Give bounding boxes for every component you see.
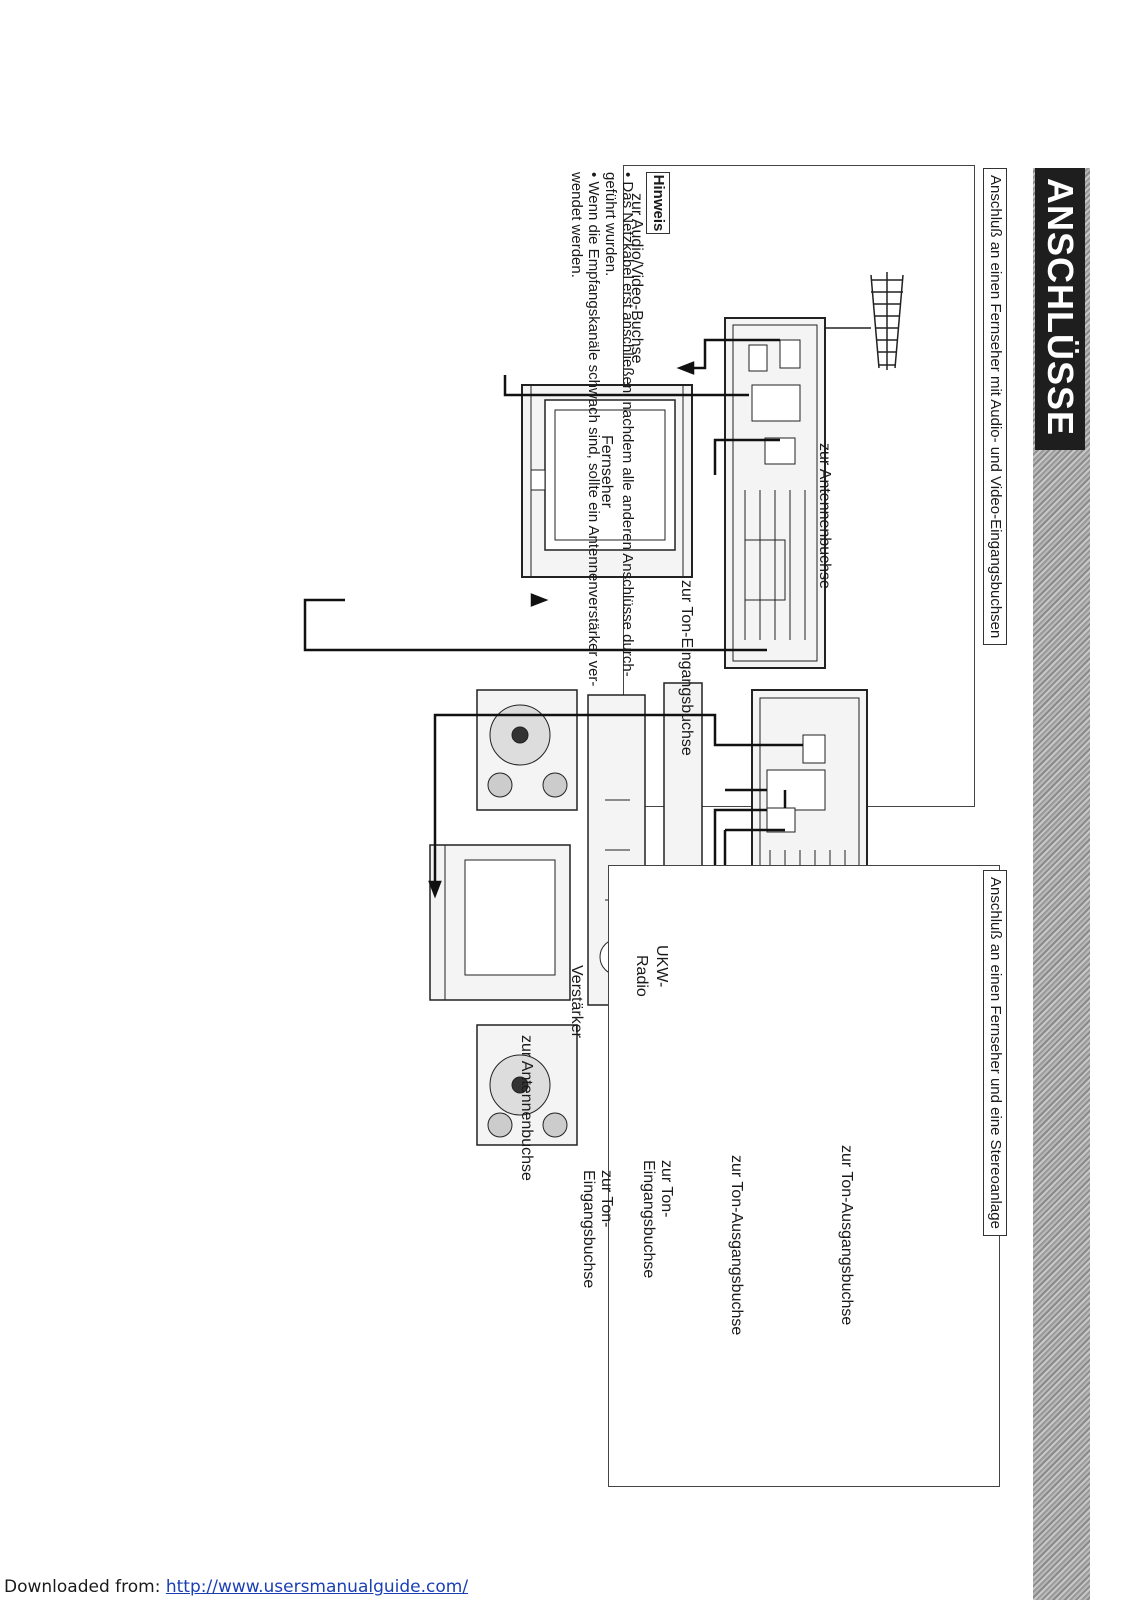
note-line: • Wenn die Empfangskanäle schwach sind, …	[585, 172, 602, 687]
television-device	[521, 384, 693, 578]
section-title-stereo: Anschluß an einen Fernseher und eine Ste…	[983, 870, 1007, 1236]
footer-prefix: Downloaded from:	[4, 1577, 166, 1597]
label-in1-1: zur Ton-	[658, 1160, 675, 1218]
note-line: • Das Netzkabel erst anschließen, nachde…	[619, 172, 636, 677]
label-antenna-2: zur Antennenbuchse	[518, 1035, 535, 1181]
download-footer: Downloaded from: http://www.usersmanualg…	[0, 1574, 1125, 1600]
label-amp: Verstärker	[568, 965, 585, 1038]
cable-lines	[303, 338, 780, 652]
antenna-icon	[825, 272, 904, 370]
speaker-left	[476, 689, 578, 811]
note-line: wendet werden.	[568, 172, 585, 278]
label-in1-2: Eingangsbuchse	[640, 1160, 657, 1279]
television-device	[429, 844, 571, 1001]
label-in2-2: Eingangsbuchse	[580, 1170, 597, 1289]
hinweis-label: Hinweis	[646, 172, 670, 234]
label-in2-1: zur Ton-	[598, 1170, 615, 1228]
label-audio-in: zur Ton-Eingangsbuchse	[678, 580, 695, 756]
hinweis-notes: • Das Netzkabel erst anschließen, nachde…	[567, 172, 636, 872]
speaker-right	[476, 1024, 578, 1146]
footer-link[interactable]: http://www.usersmanualguide.com/	[165, 1577, 469, 1597]
label-audio-out-2: zur Ton-Ausgangsbuchse	[728, 1155, 745, 1336]
label-audio-out-1: zur Ton-Ausgangsbuchse	[838, 1145, 855, 1326]
label-antenna: zur Antennenbuchse	[816, 443, 833, 589]
vcr-device	[724, 317, 826, 669]
label-radio-1: UKW-	[653, 945, 670, 988]
note-line: geführt wurden.	[602, 172, 619, 277]
label-radio-2: Radio	[633, 955, 650, 997]
